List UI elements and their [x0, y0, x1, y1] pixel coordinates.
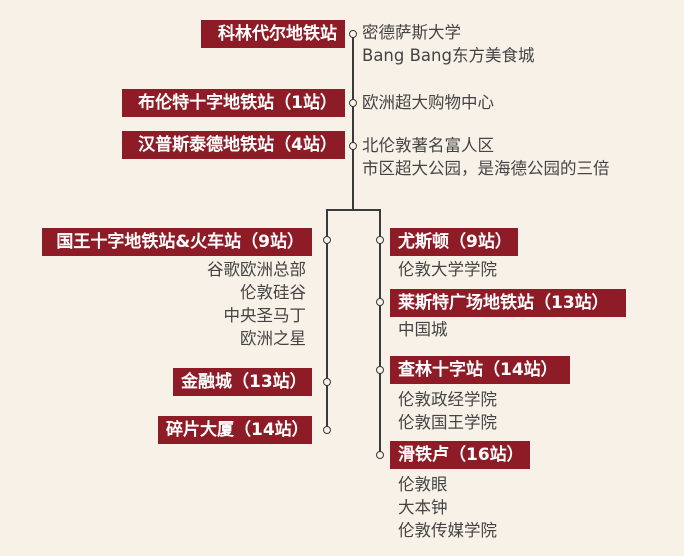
- station-dot: [323, 426, 331, 434]
- station-dot: [376, 366, 384, 374]
- station-dot: [376, 298, 384, 306]
- station-euston: 尤斯顿（9站）: [390, 228, 518, 256]
- station-desc: 欧洲超大购物中心: [362, 93, 494, 112]
- left-branch-line: [326, 209, 328, 431]
- station-hampstead: 汉普斯泰德地铁站（4站）: [122, 131, 345, 159]
- main-line: [352, 30, 354, 210]
- station-dot: [349, 142, 357, 150]
- station-dot: [376, 451, 384, 459]
- station-dot: [323, 378, 331, 386]
- station-kings-cross: 国王十字地铁站&火车站（9站）: [42, 228, 312, 256]
- station-desc: 中国城: [398, 320, 448, 339]
- station-dot: [323, 236, 331, 244]
- station-charing-cross: 查林十字站（14站）: [390, 356, 570, 384]
- station-colindale: 科林代尔地铁站: [201, 20, 345, 48]
- station-desc: 伦敦政经学院伦敦国王学院: [398, 390, 497, 432]
- station-desc: 北伦敦著名富人区市区超大公园，是海德公园的三倍: [362, 136, 610, 178]
- right-branch-line: [379, 209, 381, 456]
- station-dot: [349, 99, 357, 107]
- station-desc: 伦敦眼大本钟伦敦传媒学院: [398, 475, 497, 540]
- station-brent-cross: 布伦特十字地铁站（1站）: [122, 89, 345, 117]
- station-waterloo: 滑铁卢（16站）: [390, 441, 530, 469]
- station-desc: 谷歌欧洲总部伦敦硅谷中央圣马丁欧洲之星: [207, 260, 306, 348]
- station-city: 金融城（13站）: [173, 368, 312, 396]
- station-desc: 伦敦大学学院: [398, 260, 497, 279]
- station-leicester-square: 莱斯特广场地铁站（13站）: [390, 289, 626, 317]
- station-shard: 碎片大厦（14站）: [158, 416, 312, 444]
- station-dot: [376, 236, 384, 244]
- branch-connector: [326, 209, 381, 211]
- station-dot: [349, 30, 357, 38]
